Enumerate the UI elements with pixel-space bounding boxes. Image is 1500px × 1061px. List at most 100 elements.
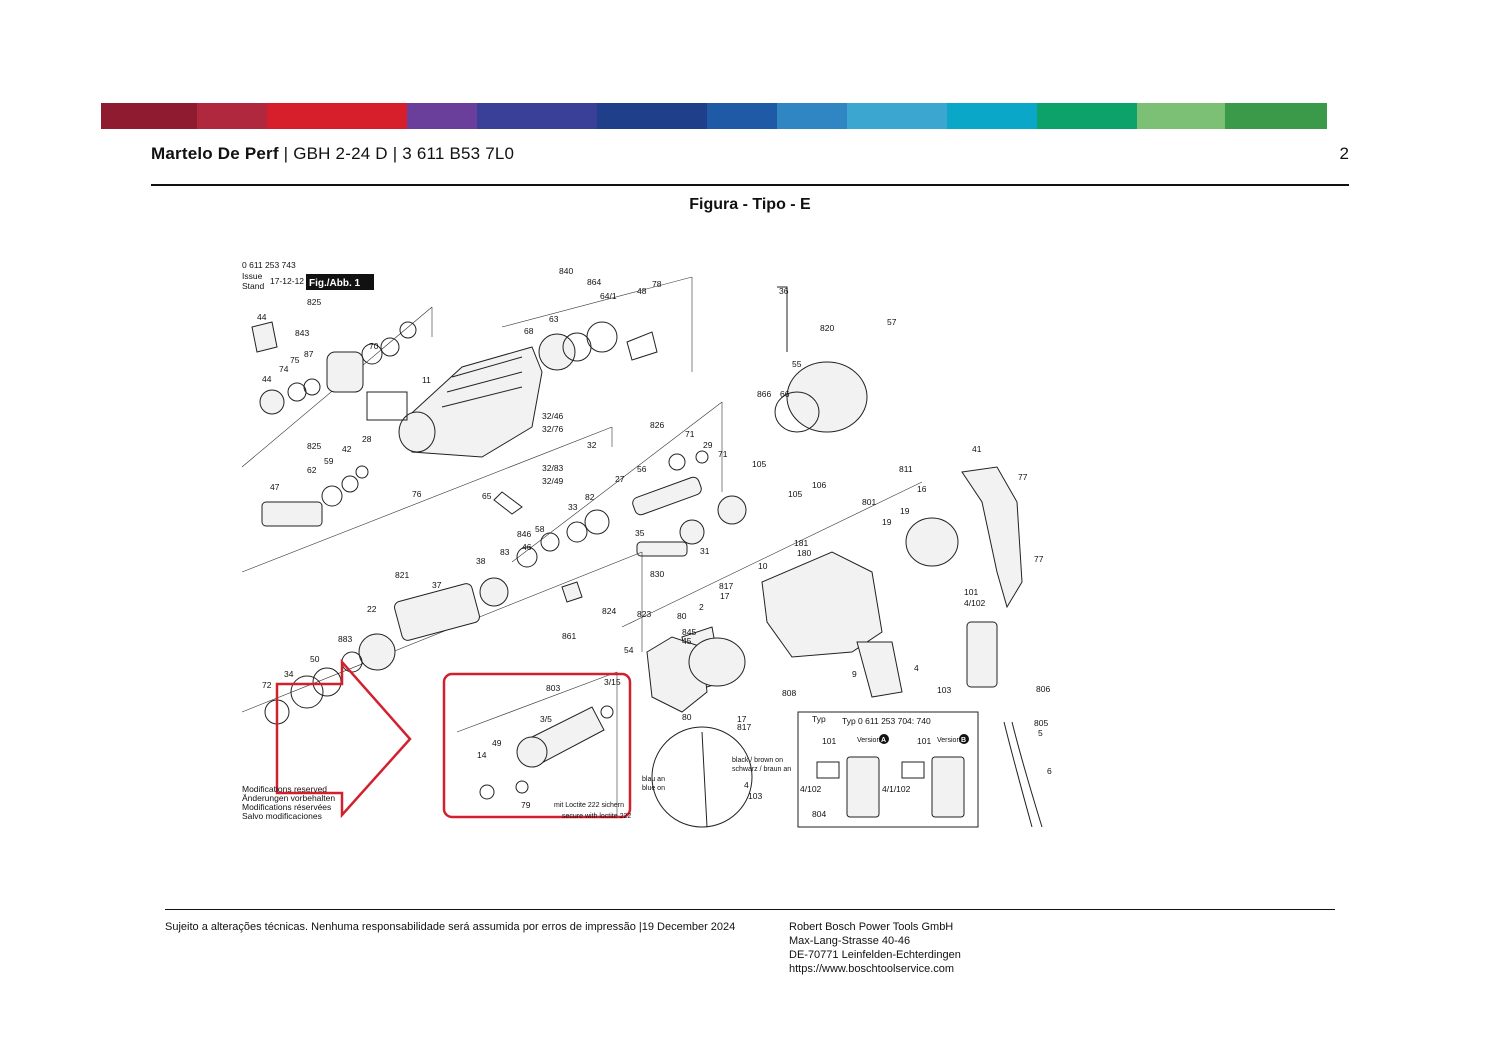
title-separator: | <box>283 144 294 163</box>
part-label: 840 <box>559 266 573 276</box>
part-label: 64/1 <box>600 291 617 301</box>
brand-color-segment <box>197 103 267 129</box>
brand-color-segment <box>1037 103 1137 129</box>
armature-group: mit Loctite 222 sichern secure with loct… <box>275 658 632 820</box>
part-label: 820 <box>820 323 834 333</box>
part-label: 103 <box>748 791 762 801</box>
highlight-arrow <box>275 658 412 819</box>
gear-housing-group <box>366 276 693 458</box>
part-label: 50 <box>310 654 320 664</box>
part-label: 22 <box>367 604 377 614</box>
part-label: 181 <box>794 538 808 548</box>
part-label: 32/76 <box>542 424 564 434</box>
part-label: 105 <box>788 489 802 499</box>
brand-color-segment <box>1225 103 1327 129</box>
version-a-label: Version <box>857 737 880 744</box>
stand-label: Stand <box>242 281 264 291</box>
brand-color-bar <box>101 103 1381 129</box>
part-label: 861 <box>562 631 576 641</box>
part-label: 82 <box>585 492 595 502</box>
part-label: 78 <box>652 279 662 289</box>
part-label: 58 <box>535 524 545 534</box>
diagram-svg: 0 611 253 743 Issue Stand 17-12-12 Fig./… <box>241 260 1052 828</box>
part-label: 47 <box>270 482 280 492</box>
part-label: 823 <box>637 609 651 619</box>
part-label: 66 <box>780 389 790 399</box>
modifications-line-1: Modifications reserved <box>242 784 327 794</box>
part-label: 49 <box>492 738 502 748</box>
part-label: 817 <box>737 722 751 732</box>
part-label: 29 <box>703 440 713 450</box>
part-label: 68 <box>524 326 534 336</box>
brand-color-segment <box>707 103 777 129</box>
part-label: 79 <box>521 800 531 810</box>
part-label: 101 <box>822 736 836 746</box>
part-label: 11 <box>422 375 431 385</box>
part-label: 37 <box>432 580 442 590</box>
part-label: 14 <box>477 750 487 760</box>
part-label: 71 <box>718 449 728 459</box>
part-label: 72 <box>262 680 272 690</box>
part-label: 77 <box>1034 554 1044 564</box>
part-label: 106 <box>812 480 826 490</box>
intermediate-shaft-group <box>241 551 643 725</box>
part-label: 801 <box>862 497 876 507</box>
part-label: 65 <box>482 491 492 501</box>
part-label: 75 <box>290 355 300 365</box>
part-label: 42 <box>342 444 352 454</box>
part-label: 19 <box>900 506 910 516</box>
footer-address: Robert Bosch Power Tools GmbH Max-Lang-S… <box>789 920 1089 976</box>
switch-version-box: Typ 0 611 253 704: 740 Version A Version… <box>797 711 979 828</box>
part-label: 35 <box>635 528 645 538</box>
company-url[interactable]: https://www.boschtoolservice.com <box>789 963 955 975</box>
part-label: 180 <box>797 548 811 558</box>
exploded-parts-diagram: 0 611 253 743 Issue Stand 17-12-12 Fig./… <box>232 252 1062 832</box>
part-label: 4/102 <box>964 598 986 608</box>
part-label: 101 <box>917 736 931 746</box>
part-label: 5 <box>1038 728 1043 738</box>
part-label: 803 <box>546 683 560 693</box>
modifications-line-4: Salvo modificaciones <box>242 811 322 821</box>
part-label: 33 <box>568 502 578 512</box>
part-label: 71 <box>685 429 695 439</box>
crank-gear-group <box>511 401 747 603</box>
part-label: 9 <box>852 669 857 679</box>
part-label: 4 <box>914 663 919 673</box>
part-label: 80 <box>682 712 692 722</box>
issue-label: Issue <box>242 271 263 281</box>
part-label: 811 <box>899 464 913 474</box>
fig-label: Fig./Abb. 1 <box>309 278 361 289</box>
part-label: 101 <box>964 587 978 597</box>
footer-divider <box>165 909 1335 910</box>
brand-color-segment <box>847 103 947 129</box>
part-label: 36 <box>779 286 789 296</box>
part-label: 817 <box>719 581 733 591</box>
part-label: 103 <box>937 685 951 695</box>
doc-number: 0 611 253 743 <box>242 260 296 270</box>
modifications-line-3: Modifications réservées <box>242 802 331 812</box>
part-label: 32 <box>587 440 597 450</box>
part-label: 19 <box>882 517 892 527</box>
part-label: 34 <box>284 669 294 679</box>
part-label: 6 <box>1047 766 1052 776</box>
part-label: 824 <box>602 606 616 616</box>
part-label: 105 <box>752 459 766 469</box>
part-label: 846 <box>517 529 531 539</box>
part-label: 32/49 <box>542 476 564 486</box>
page-number: 2 <box>1339 144 1349 163</box>
part-label: 48 <box>637 286 647 296</box>
part-label: 843 <box>295 328 309 338</box>
document-title: Martelo De Perf | GBH 2-24 D | 3 611 B53… <box>151 144 514 164</box>
part-label: 32/83 <box>542 463 564 473</box>
part-label: 845 <box>682 627 696 637</box>
brand-color-segment <box>597 103 707 129</box>
part-label: 17 <box>720 591 730 601</box>
issue-date: 17-12-12 <box>270 276 304 286</box>
header-divider <box>151 184 1349 186</box>
armature-highlight-box <box>442 672 632 819</box>
modifications-note: Modifications reserved Änderungen vorbeh… <box>242 784 335 821</box>
part-label: 38 <box>476 556 486 566</box>
part-label: 821 <box>395 570 409 580</box>
tool-holder-group <box>241 306 433 468</box>
